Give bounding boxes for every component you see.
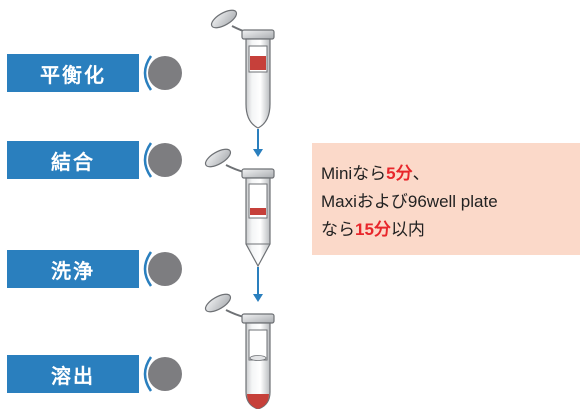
- time-note-box: Miniなら5分、 Maxiおよび96well plate なら15分以内: [312, 143, 580, 255]
- highlight-time: 5分: [386, 164, 413, 183]
- step-elution: 溶出: [7, 355, 183, 393]
- spin-column-tube-icon: [204, 293, 275, 409]
- spin-column-tube-icon: [210, 9, 275, 129]
- step-label: 平衡化: [7, 54, 139, 92]
- note-line-3: なら15分以内: [321, 220, 425, 239]
- step-label: 洗浄: [7, 250, 139, 288]
- highlight-time: 15分: [355, 220, 391, 239]
- note-line-2: Maxiおよび96well plate: [321, 192, 498, 211]
- step-marker-icon: [143, 356, 182, 392]
- step-marker-icon: [143, 251, 182, 287]
- step-wash: 洗浄: [7, 250, 183, 288]
- spin-column-tube-icon: [204, 148, 275, 268]
- step-marker-icon: [142, 54, 182, 92]
- step-marker-icon: [143, 142, 182, 178]
- step-binding: 結合: [7, 141, 183, 179]
- step-label: 溶出: [7, 355, 139, 393]
- note-line-1: Miniなら5分、: [321, 164, 430, 183]
- step-label: 結合: [7, 141, 139, 179]
- step-equilibration: 平衡化: [7, 54, 183, 92]
